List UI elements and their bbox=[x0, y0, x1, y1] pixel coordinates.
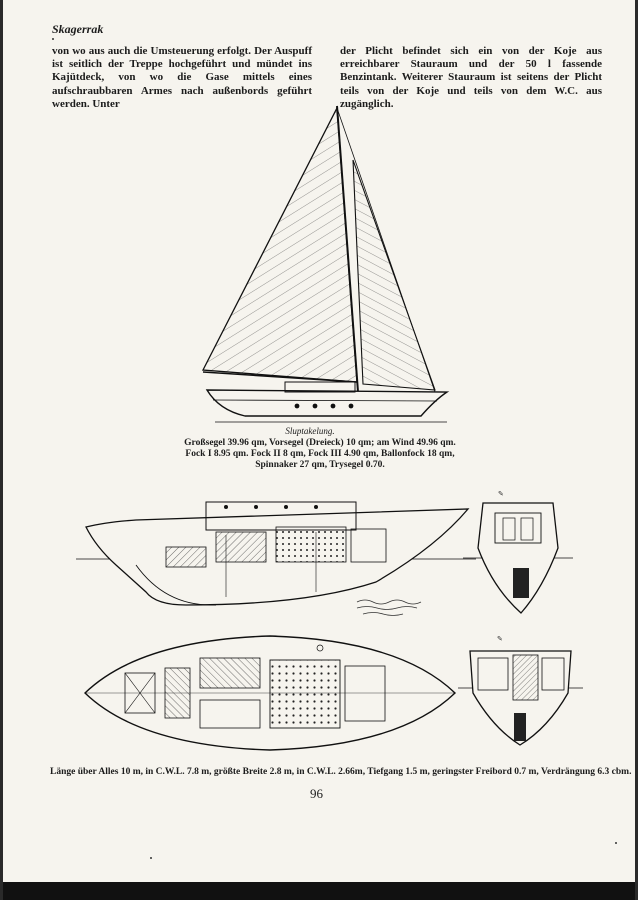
print-speck bbox=[52, 38, 54, 40]
sail-area-caption: Großsegel 39.96 qm, Vorsegel (Dreieck) 1… bbox=[160, 438, 480, 470]
sail-plan-drawing bbox=[201, 105, 450, 423]
sail-area-line-3: Spinnaker 27 qm, Trysegel 0.70. bbox=[255, 459, 385, 470]
print-speck bbox=[150, 857, 152, 859]
hull-profile-section-drawing bbox=[76, 501, 476, 606]
sail-plan-caption-title: Sluptakelung. bbox=[285, 426, 335, 436]
text-column-right: der Plicht befindet sich ein von der Koj… bbox=[340, 45, 602, 110]
hull-cross-section-a-drawing bbox=[463, 502, 573, 614]
handwritten-note-section-a: ✎ bbox=[498, 490, 504, 498]
page-number: 96 bbox=[310, 786, 323, 801]
deck-plan-drawing bbox=[83, 635, 457, 751]
running-header: Skagerrak bbox=[52, 22, 104, 36]
stamp-scribble bbox=[356, 599, 422, 616]
sail-area-line-1: Großsegel 39.96 qm, Vorsegel (Dreieck) 1… bbox=[184, 438, 456, 448]
boat-dimensions-caption: Länge über Alles 10 m, in C.W.L. 7.8 m, … bbox=[50, 767, 632, 777]
drawing-stamp bbox=[355, 596, 425, 618]
sail-area-line-2: Fock I 8.95 qm. Fock II 8 qm, Fock III 4… bbox=[185, 448, 455, 459]
print-speck bbox=[615, 842, 617, 844]
hull-cross-section-b-drawing bbox=[458, 650, 583, 746]
handwritten-note-section-b: ✎ bbox=[497, 635, 503, 643]
text-column-left: von wo aus auch die Umsteuerung erfolgt.… bbox=[52, 45, 312, 110]
scan-bottom-edge bbox=[0, 882, 638, 900]
